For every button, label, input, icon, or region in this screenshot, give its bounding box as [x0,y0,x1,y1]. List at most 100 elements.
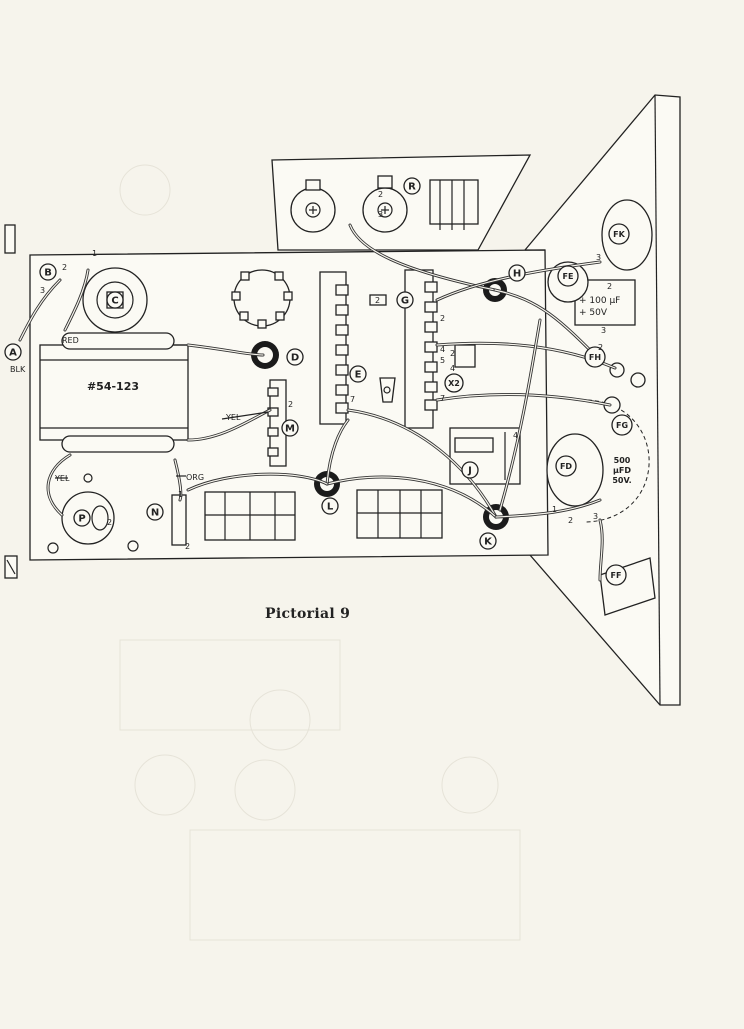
terminal-n [171,494,187,546]
callout-c: C [106,291,124,309]
tube-socket-9pin [231,269,293,329]
cap-fe-voltage: + 50V [579,308,608,318]
callout-p: P [73,509,91,527]
term-num: 2 [107,518,112,527]
label-fk: FK [613,230,625,239]
term-num: 2 [185,542,190,551]
term-num: 2 [568,516,573,525]
label-d: D [291,353,299,364]
terminal-strip-g [404,269,438,429]
label-fe: FE [563,272,574,281]
callout-d: D [286,348,304,366]
label-r: R [408,182,416,193]
heat-sink-left [204,491,296,541]
callout-l: L [321,497,339,515]
term-num: 2 [375,296,380,305]
label-p: P [78,514,85,525]
term-num: 3 [40,286,45,295]
label-m: M [285,424,295,435]
right-side-panel [524,94,681,706]
label-ff: FF [611,571,622,580]
term-num: 3 [596,253,601,262]
callout-e: E [349,365,367,383]
figure-caption: Pictorial 9 [265,606,351,622]
transformer-part-number: #54-123 [87,380,139,393]
leader-lines [55,411,269,479]
label-j: J [467,466,472,477]
term-num: 2 [450,349,455,358]
term-num: 4 [440,345,445,354]
callout-m: M [281,419,299,437]
term-num: 4 [450,364,455,373]
label-fh: FH [589,353,601,362]
term-num: 3 [378,210,383,219]
cap-fd-voltage: 50V. [612,476,631,485]
callout-j: J [461,461,479,479]
callout-fe: FE [557,265,579,287]
wire-label-yel-m: YEL [225,413,241,422]
socket-x2 [454,344,476,368]
wire-label-red: RED [62,336,79,345]
term-num: 2 [62,263,67,272]
heat-sink-right [356,489,443,539]
terminal-strip-e [319,271,349,425]
callout-g: G [396,291,414,309]
label-n: N [151,508,159,519]
callout-b: B [39,263,57,281]
grommet-d [251,341,279,369]
term-num: 3 [601,326,606,335]
left-edge-connectors [4,224,18,579]
callout-k: K [479,532,497,550]
label-fg: FG [616,421,628,430]
label-x2: X2 [448,379,460,388]
wire-label-blk: BLK [10,365,26,374]
label-g: G [401,296,409,307]
term-num: 4 [513,431,518,440]
wire-label-org: ORG [186,473,204,482]
term-num: 7 [350,395,355,404]
cap-fd-unit: µFD [613,466,631,475]
term-num: 1 [178,490,183,499]
label-c: C [111,296,118,307]
callout-fd: FD [555,455,577,477]
term-num: 5 [440,356,445,365]
label-b: B [44,268,52,279]
term-num: 2 [440,314,445,323]
lug-fh [609,362,646,388]
callout-fk: FK [608,223,630,245]
callout-x2: X2 [444,373,464,393]
wiring [18,223,617,582]
term-num: 1 [92,249,97,258]
callout-fg: FG [611,414,633,436]
bleed-through-artwork [119,164,521,941]
callout-n: N [146,503,164,521]
capacitor-fe [547,261,636,326]
wire-label-yel-p: YEL [54,474,70,483]
terminal-strip-m [267,379,287,467]
cap-fe-value: + 100 µF [579,296,620,306]
callout-r: R [403,177,421,195]
label-fd: FD [560,462,572,471]
potentiometer-left [290,179,336,233]
term-num: 2 [598,343,603,352]
term-num: 7 [440,394,445,403]
label-h: H [513,269,521,280]
strip-2 [369,294,387,306]
label-e: E [355,370,362,381]
potentiometer-r [362,175,408,233]
power-transformer [39,332,189,453]
octal-socket-rear [429,179,479,230]
terminal-numbers: 1 2 3 2 3 2 2 4 5 7 7 2 2 4 4 2 1 2 3 2 … [40,190,612,551]
center-bracket [379,377,396,403]
callout-h: H [508,264,526,282]
term-num: 2 [378,190,383,199]
callout-ff: FF [605,564,627,586]
term-num: 2 [288,400,293,409]
term-num: 3 [593,512,598,521]
label-l: L [327,502,334,513]
term-num: 1 [552,505,557,514]
cap-fd-value: 500 [614,456,631,465]
callout-a: A [4,343,22,361]
